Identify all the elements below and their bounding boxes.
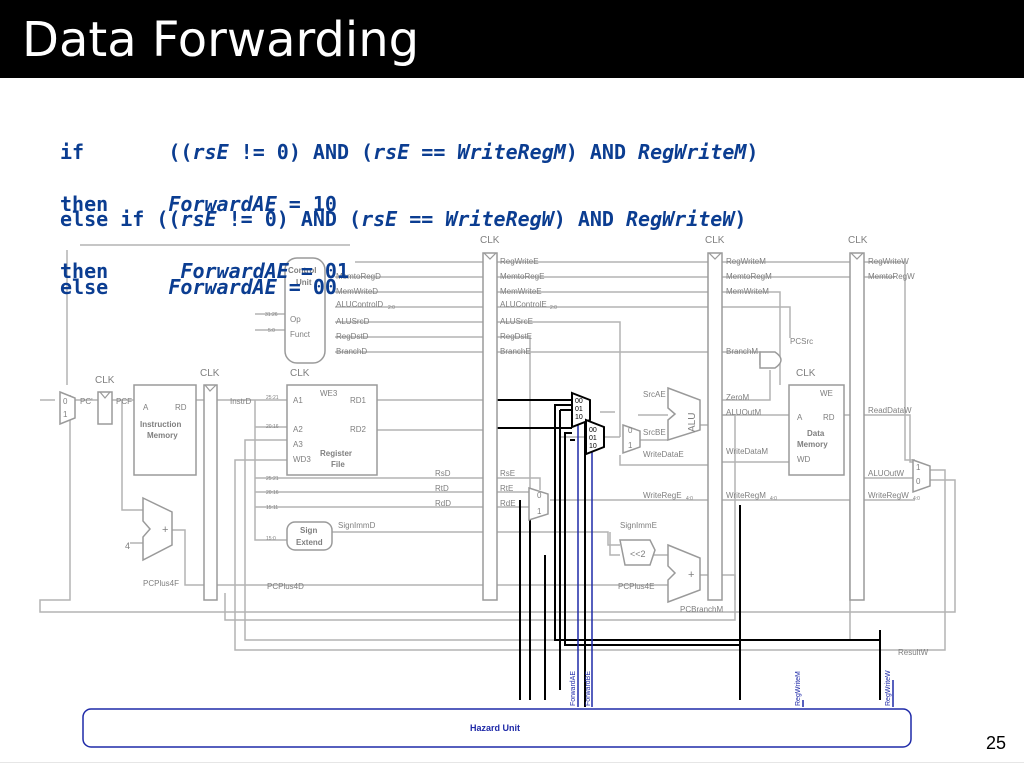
code-keyword: else if bbox=[60, 207, 145, 231]
code-var: WriteRegM bbox=[457, 140, 566, 164]
code-keyword: else bbox=[60, 275, 109, 299]
forward-b-mux bbox=[585, 418, 605, 456]
code-var: ForwardAE bbox=[180, 259, 289, 283]
fetch-decode-register bbox=[203, 384, 218, 601]
forwarding-logic: if ((rsE != 0) AND (rsE == WriteRegM) AN… bbox=[60, 113, 758, 243]
code-var: rsE bbox=[180, 207, 217, 231]
code-line-4: then ForwardAE = 01 bbox=[60, 258, 746, 284]
code-keyword: then bbox=[60, 259, 109, 283]
code-text: (( bbox=[168, 140, 193, 164]
code-keyword: then bbox=[60, 192, 109, 216]
forward-a-mux bbox=[571, 391, 591, 429]
code-text: ) bbox=[734, 207, 747, 231]
code-var: rsE bbox=[192, 140, 229, 164]
memory-writeback-register bbox=[849, 252, 865, 601]
register-file bbox=[286, 384, 378, 476]
code-var: WriteRegW bbox=[445, 207, 554, 231]
code-text: ) AND bbox=[565, 140, 639, 164]
code-var: rsE bbox=[373, 140, 410, 164]
slide-title: Data Forwarding bbox=[22, 12, 420, 68]
instruction-memory bbox=[133, 384, 197, 476]
pc-mux bbox=[59, 390, 76, 426]
forwarding-logic: else if ((rsE != 0) AND (rsE == WriteReg… bbox=[60, 180, 746, 310]
pc-register bbox=[97, 391, 113, 425]
decode-execute-register bbox=[482, 252, 498, 601]
forwarding-logic: else ForwardAE = 00 bbox=[60, 248, 337, 326]
code-line-2: then ForwardAE = 10 bbox=[60, 191, 758, 217]
code-text: == bbox=[409, 140, 458, 164]
code-text: = 00 bbox=[276, 275, 337, 299]
code-var: RegWriteM bbox=[638, 140, 747, 164]
sign-extend bbox=[286, 521, 333, 551]
code-text: = 10 bbox=[276, 192, 337, 216]
alu bbox=[667, 386, 701, 442]
pc-plus4-adder bbox=[142, 496, 173, 562]
code-var: ForwardAE bbox=[168, 192, 277, 216]
branch-adder bbox=[667, 543, 701, 604]
shift-left-2 bbox=[619, 539, 656, 566]
code-text: != 0) AND ( bbox=[216, 207, 362, 231]
code-line-5: else ForwardAE = 00 bbox=[60, 274, 337, 300]
code-text: ) AND bbox=[553, 207, 626, 231]
branch-and-gate bbox=[759, 351, 782, 369]
code-text: == bbox=[397, 207, 446, 231]
control-unit bbox=[284, 257, 326, 364]
code-text: ) bbox=[746, 140, 759, 164]
alusrc-mux bbox=[622, 423, 641, 455]
code-var: RegWriteW bbox=[625, 207, 735, 231]
regdst-mux bbox=[528, 486, 549, 522]
execute-memory-register bbox=[707, 252, 723, 601]
code-text: = 01 bbox=[288, 259, 350, 283]
title-bar: Data Forwarding bbox=[0, 0, 1024, 78]
page-number: 25 bbox=[986, 733, 1007, 753]
code-keyword: if bbox=[60, 140, 85, 164]
code-line-1: if ((rsE != 0) AND (rsE == WriteRegM) AN… bbox=[60, 139, 758, 165]
code-text: (( bbox=[156, 207, 181, 231]
footer-divider bbox=[0, 762, 1024, 763]
data-memory bbox=[788, 384, 845, 476]
hazard-unit-box bbox=[82, 708, 912, 748]
memtoreg-mux bbox=[912, 458, 931, 494]
code-text: != 0) AND ( bbox=[228, 140, 374, 164]
code-var: ForwardAE bbox=[168, 275, 277, 299]
code-line-3: else if ((rsE != 0) AND (rsE == WriteReg… bbox=[60, 206, 746, 232]
code-var: rsE bbox=[361, 207, 398, 231]
